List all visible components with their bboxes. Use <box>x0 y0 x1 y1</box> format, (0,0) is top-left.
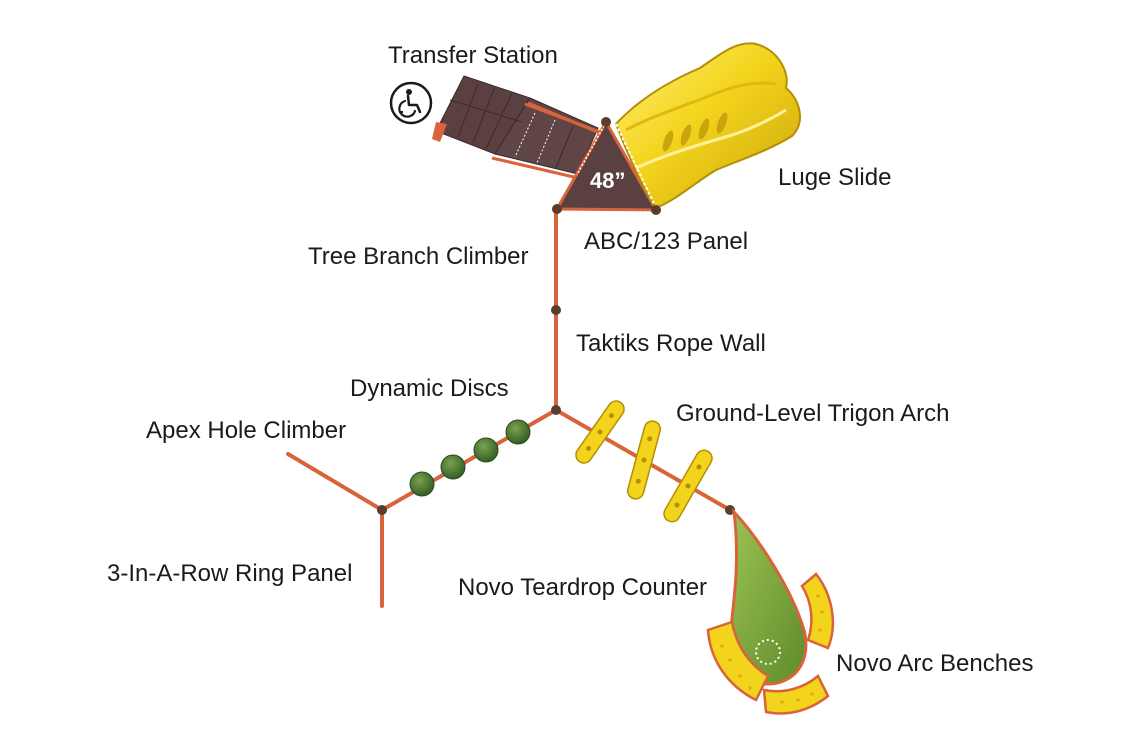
novo-teardrop-counter <box>727 507 808 686</box>
label-ring-panel: 3-In-A-Row Ring Panel <box>107 560 353 587</box>
label-abc-panel: ABC/123 Panel <box>584 228 749 255</box>
label-taktiks-rope-wall: Taktiks Rope Wall <box>576 330 766 357</box>
post-caps <box>377 117 735 515</box>
dynamic-discs <box>409 419 531 497</box>
novo-arc-benches <box>706 572 835 715</box>
transfer-station-steps <box>432 75 601 180</box>
label-deck-height: 48” <box>590 168 626 193</box>
luge-slide <box>614 42 801 210</box>
label-novo-teardrop-counter: Novo Teardrop Counter <box>458 574 708 601</box>
label-luge-slide: Luge Slide <box>778 164 892 191</box>
ground-level-trigon-arch <box>575 400 713 523</box>
label-ground-level-trigon-arch: Ground-Level Trigon Arch <box>676 400 950 427</box>
label-tree-branch-climber: Tree Branch Climber <box>308 243 529 270</box>
label-dynamic-discs: Dynamic Discs <box>350 375 509 402</box>
label-apex-hole-climber: Apex Hole Climber <box>146 417 347 444</box>
label-transfer-station: Transfer Station <box>388 42 558 69</box>
wheelchair-accessibility-icon <box>389 81 433 125</box>
deck-48-platform <box>554 118 659 213</box>
label-novo-arc-benches: Novo Arc Benches <box>836 650 1034 677</box>
